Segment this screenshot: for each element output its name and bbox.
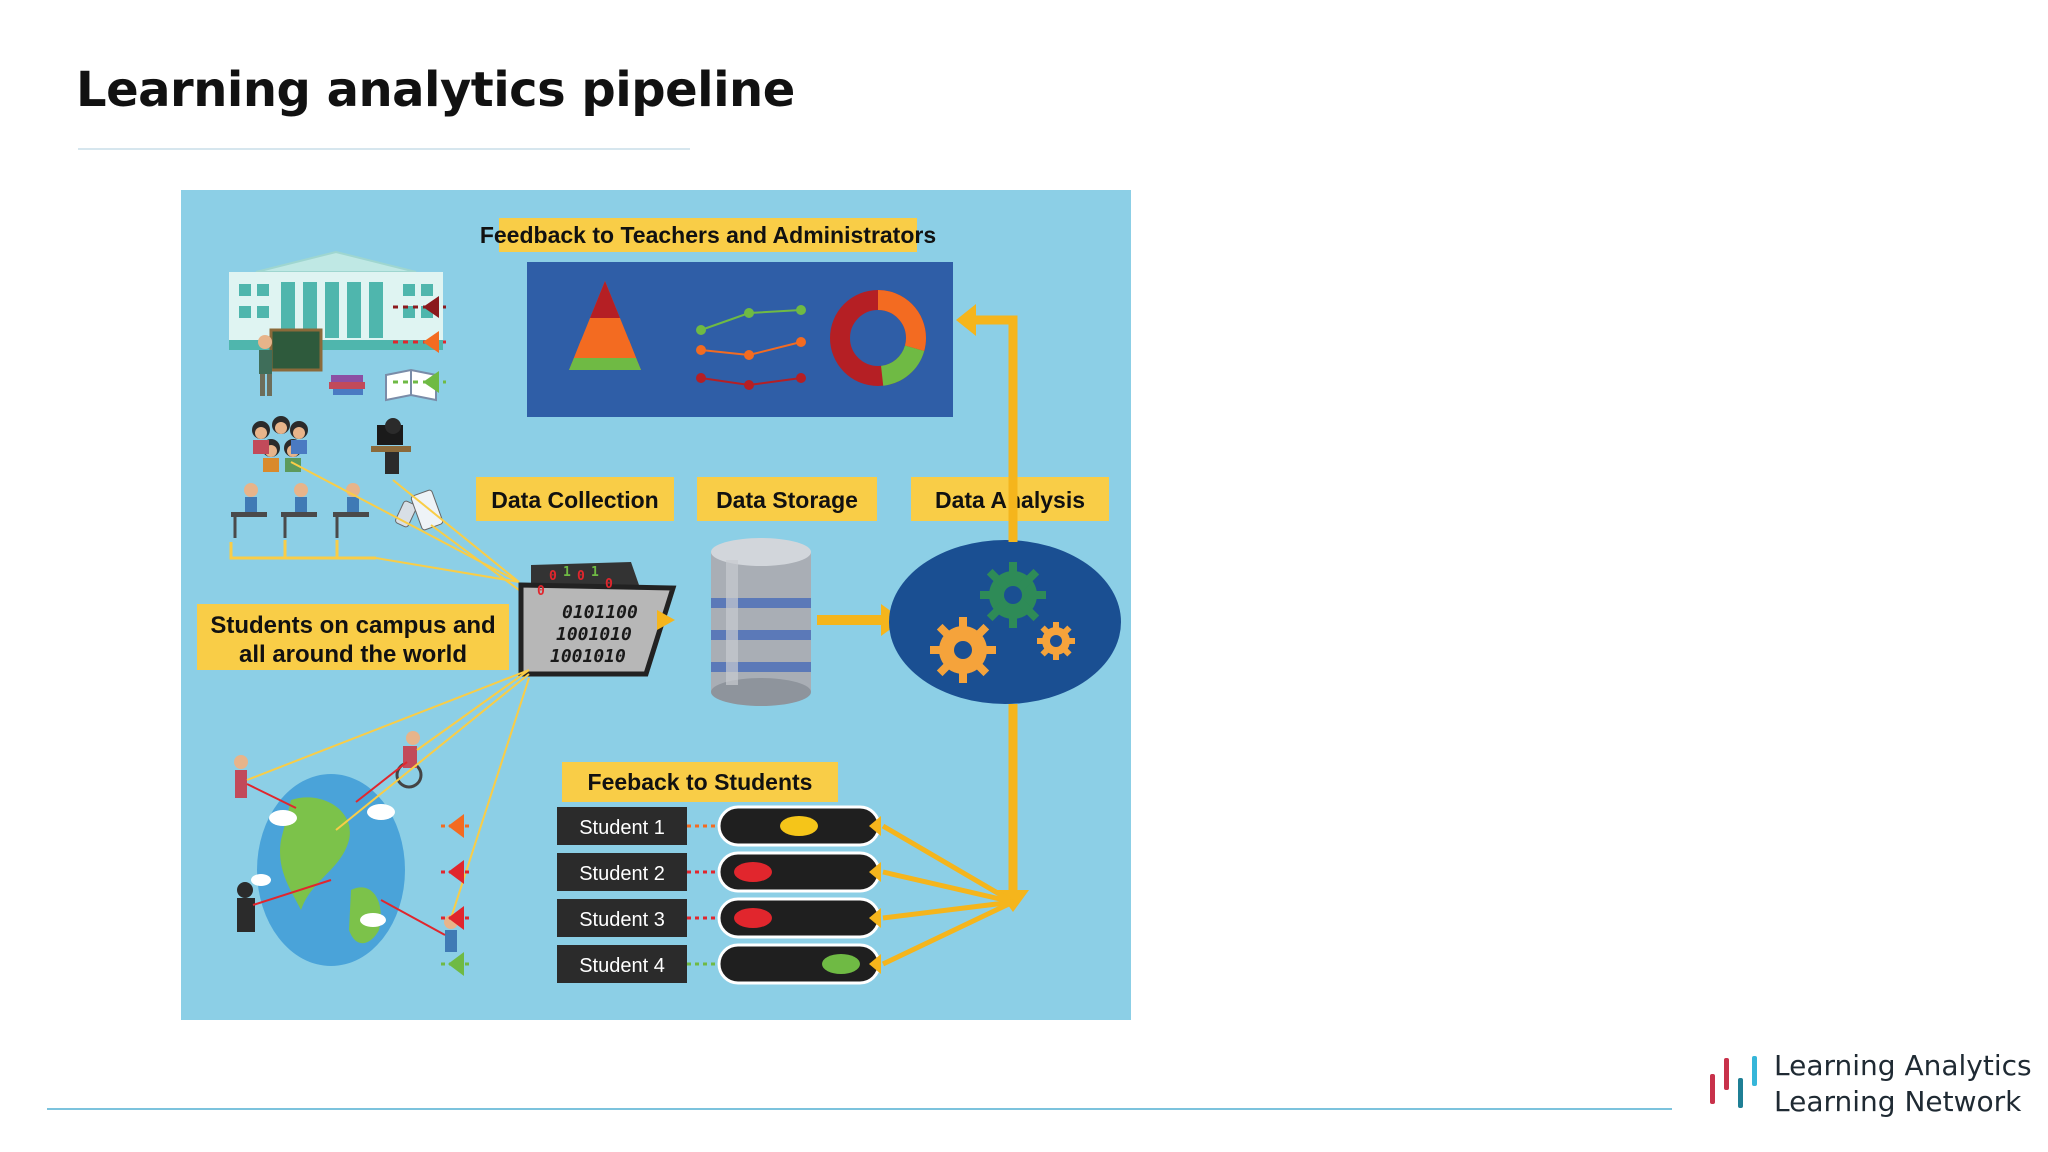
- footer-divider: [47, 1108, 1672, 1110]
- logo-bar-2: [1724, 1058, 1729, 1090]
- analysis-to-student-arrow: [881, 899, 1015, 967]
- arrow-head: [869, 908, 881, 928]
- data-collection-label: Data Collection: [491, 487, 658, 513]
- student-feedback-arrow: [448, 814, 464, 838]
- logo-text-line-1: Learning Analytics: [1774, 1049, 2032, 1082]
- traffic-light-indicator: [734, 908, 772, 928]
- student-row: Student 4: [441, 899, 1015, 985]
- database-icon: [711, 538, 811, 706]
- traffic-light-indicator: [780, 816, 818, 836]
- student-feedback-arrow: [448, 952, 464, 976]
- arrow-head: [869, 954, 881, 974]
- svg-text:0: 0: [577, 569, 585, 584]
- school-building-icon: [229, 250, 443, 402]
- student-label: Student 4: [579, 955, 665, 977]
- teacher-feedback-arrows: [393, 296, 446, 393]
- analysis-to-student-arrow: [881, 823, 1015, 905]
- analytics-dashboard: [527, 262, 953, 417]
- footer-logo: Learning Analytics Learning Network: [1708, 1046, 2032, 1118]
- logo-bar-4: [1752, 1056, 1757, 1086]
- slide-title: Learning analytics pipeline: [76, 62, 795, 118]
- collection-to-storage-arrow: [657, 610, 675, 630]
- feedback-teachers-label: Feedback to Teachers and Administrators: [480, 222, 936, 248]
- student-label-bg: [557, 853, 687, 891]
- analysis-to-dashboard-arrow: [974, 315, 1018, 540]
- svg-text:0: 0: [537, 584, 545, 599]
- logo-text: Learning Analytics Learning Network: [1774, 1048, 2032, 1120]
- binary-line-2: 1001010: [556, 624, 632, 645]
- arrow-head: [869, 862, 881, 882]
- feedback-students-label-bg: [562, 762, 838, 802]
- data-collection-label-bg: [476, 477, 674, 521]
- student-label-bg: [557, 945, 687, 983]
- data-storage-label-bg: [697, 477, 877, 521]
- logo-bars-icon: [1710, 1056, 1757, 1108]
- student-feedback-list: Student 1 Student 2 Student 3 Student 4: [441, 805, 1015, 985]
- title-divider: [78, 148, 690, 150]
- student-label-bg: [557, 899, 687, 937]
- student-label-bg: [557, 807, 687, 845]
- logo-bar-1: [1710, 1074, 1715, 1104]
- binary-line-1: 0101100: [562, 602, 638, 623]
- student-row: Student 3: [441, 897, 1014, 939]
- binary-line-3: 1001010: [550, 646, 626, 667]
- data-storage-label: Data Storage: [716, 487, 858, 513]
- logo-text-line-2: Learning Network: [1774, 1085, 2022, 1118]
- analysis-gears-icon: [889, 540, 1121, 704]
- students-group-icon: [229, 416, 520, 591]
- student-row: Student 1: [441, 805, 1015, 905]
- globe-icon: [234, 669, 530, 966]
- analysis-to-student-arrow: [882, 899, 1014, 921]
- student-label: Student 3: [579, 909, 665, 931]
- feedback-students-label: Feeback to Students: [588, 769, 813, 795]
- student-row: Student 2: [441, 851, 1014, 905]
- logo-bar-3: [1738, 1078, 1743, 1108]
- analysis-to-student-arrow: [882, 869, 1014, 905]
- svg-text:0: 0: [605, 577, 613, 592]
- feedback-teachers-label-bg: [499, 218, 917, 252]
- students-label-line2: all around the world: [239, 641, 467, 668]
- student-label: Student 2: [579, 863, 665, 885]
- students-label-line1: Students on campus and: [210, 612, 495, 639]
- pipeline-diagram: Feedback to Teachers and Administrators: [181, 190, 1131, 1020]
- students-label-bg: [197, 604, 509, 670]
- traffic-light-indicator: [734, 862, 772, 882]
- student-label: Student 1: [579, 817, 665, 839]
- student-feedback-arrow: [448, 906, 464, 930]
- svg-text:0: 0: [549, 569, 557, 584]
- traffic-light-indicator: [822, 954, 860, 974]
- student-feedback-arrow: [448, 860, 464, 884]
- arrow-head: [869, 816, 881, 836]
- svg-text:1: 1: [591, 565, 599, 580]
- svg-text:1: 1: [563, 565, 571, 580]
